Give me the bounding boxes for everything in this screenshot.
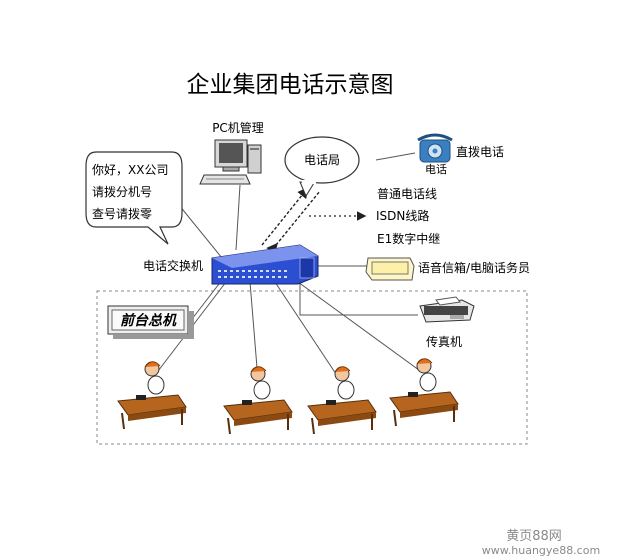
bubble-shape: [85, 151, 183, 245]
watermark-url: www.huangye88.com: [482, 544, 600, 557]
operator-2-link: [249, 281, 259, 381]
reception-link: [191, 279, 223, 320]
fax-machine: 传真机: [419, 296, 475, 349]
operator-1: [117, 361, 187, 430]
telecom-bureau-label: 电话局: [304, 153, 340, 167]
fax-link: [299, 283, 418, 316]
pc-icon: [199, 139, 262, 185]
pc-management-label: PC机管理: [212, 120, 264, 135]
reception-label: 前台总机: [120, 312, 177, 329]
greeting-line-1: 你好，XX公司: [92, 163, 168, 177]
direct-dial-phone: 电话 直拨电话: [417, 133, 504, 176]
voicemail-device: 语音信箱/电脑话务员: [365, 257, 530, 281]
bureau-cloud-tail: [299, 181, 315, 198]
operator-3-link: [274, 281, 341, 381]
legend: 普通电话线 ISDN线路 E1数字中继: [309, 187, 440, 246]
direct-dial-label: 直拨电话: [456, 145, 504, 159]
greeting-bubble: 你好，XX公司 请拨分机号 查号请拨零: [85, 151, 183, 245]
bureau-cloud: [284, 136, 360, 184]
legend-isdn-label: ISDN线路: [376, 208, 429, 223]
reception-plaque: 前台总机: [107, 305, 194, 339]
operator-4: [389, 358, 459, 427]
telecom-bureau: 电话局: [284, 136, 360, 198]
greeting-line-2: 请拨分机号: [92, 185, 152, 199]
watermark: 黄页88网 www.huangye88.com: [482, 529, 600, 557]
operator-2: [223, 366, 293, 435]
greeting-line-3: 查号请拨零: [92, 207, 152, 221]
exchange-switch: 电话交换机: [143, 244, 319, 285]
pc-management: PC机管理: [199, 120, 264, 185]
isdn-lines: [261, 186, 321, 256]
exchange-label: 电话交换机: [143, 258, 203, 273]
legend-e1-label: E1数字中继: [377, 231, 440, 246]
pc-link: [235, 184, 241, 251]
operator-4-link: [297, 281, 424, 374]
watermark-name: 黄页88网: [506, 529, 562, 544]
office-boundary: [96, 290, 528, 445]
operator-3: [307, 366, 377, 435]
phone-icon-text: 电话: [425, 163, 447, 176]
legend-plain-line-label: 普通电话线: [377, 187, 437, 201]
page-title: 企业集团电话示意图: [187, 72, 394, 98]
operators: [117, 358, 459, 435]
direct-dial-link: [375, 152, 416, 161]
fax-label: 传真机: [426, 334, 462, 349]
voicemail-label: 语音信箱/电脑话务员: [418, 260, 530, 275]
